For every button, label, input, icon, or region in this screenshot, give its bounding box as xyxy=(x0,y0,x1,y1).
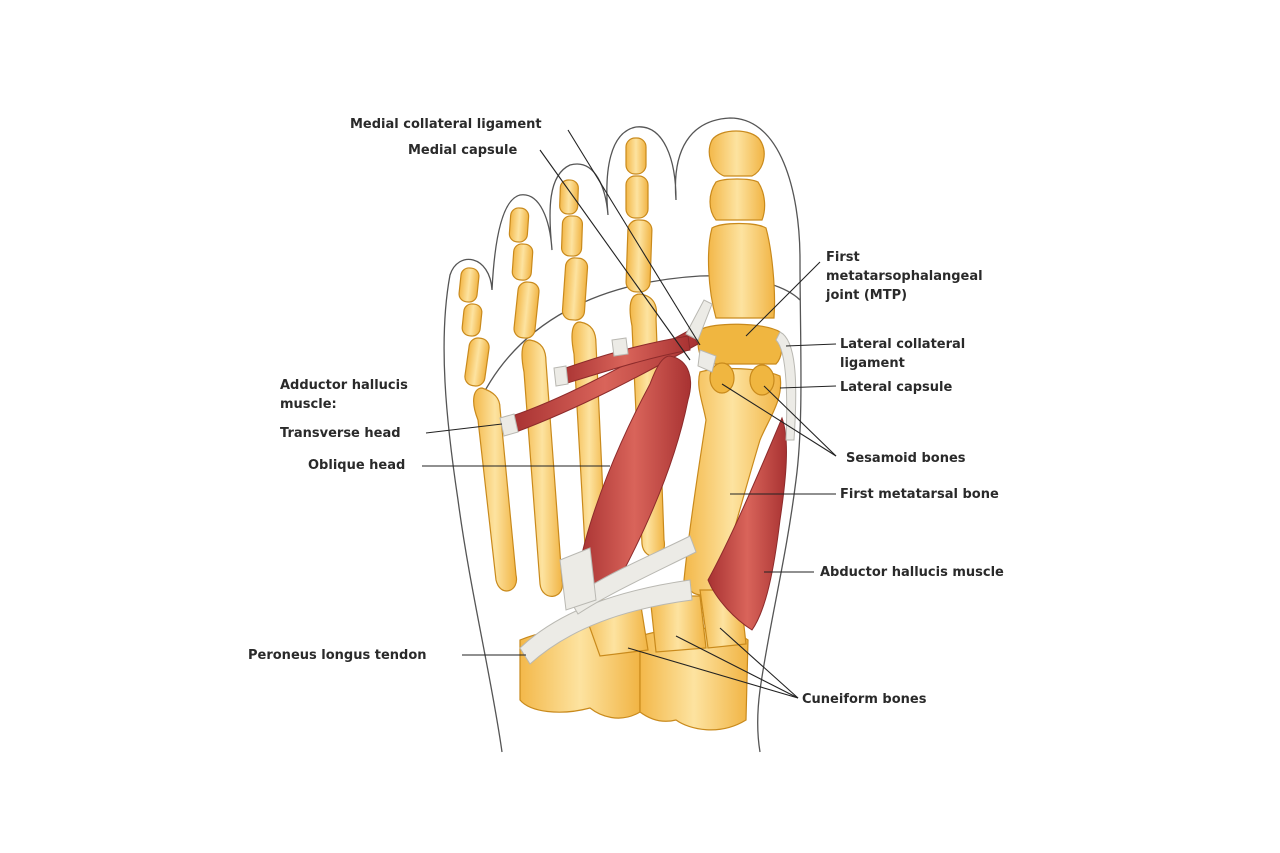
lesser-toe-phalanges xyxy=(458,137,653,387)
label-medial-capsule: Medial capsule xyxy=(408,143,518,158)
label-lateral-collateral-line1: Lateral collateral xyxy=(840,337,966,352)
label-first-mtp-line1: First xyxy=(826,250,860,265)
label-sesamoid-bones: Sesamoid bones xyxy=(846,451,966,466)
label-adductor-line1: Adductor hallucis xyxy=(280,378,408,393)
label-first-mtp-line3: joint (MTP) xyxy=(826,288,908,303)
label-lateral-collateral-ligament: Lateral collateral ligament xyxy=(840,335,965,373)
peroneus-longus-tendon xyxy=(519,535,697,665)
label-cuneiform-bones: Cuneiform bones xyxy=(802,692,927,707)
mtp-ligaments xyxy=(685,299,797,441)
label-lateral-capsule: Lateral capsule xyxy=(840,380,953,395)
label-oblique-head: Oblique head xyxy=(308,458,406,473)
big-toe-bones xyxy=(697,130,783,365)
foot-skin-outline xyxy=(443,117,802,753)
label-abductor-hallucis-muscle: Abductor hallucis muscle xyxy=(820,565,1004,580)
label-transverse-head: Transverse head xyxy=(280,426,401,441)
label-first-metatarsal-bone: First metatarsal bone xyxy=(840,487,999,502)
abductor-hallucis xyxy=(707,416,787,631)
label-first-mtp-line2: metatarsophalangeal xyxy=(826,269,983,284)
adductor-transverse-head xyxy=(499,329,699,437)
label-lateral-collateral-line2: ligament xyxy=(840,356,905,371)
label-adductor-hallucis-muscle: Adductor hallucis muscle: xyxy=(280,376,408,414)
cuneiform-tarsal-bones xyxy=(519,589,749,731)
label-first-mtp-joint: First metatarsophalangeal joint (MTP) xyxy=(826,248,983,305)
label-medial-collateral-ligament: Medial collateral ligament xyxy=(350,117,542,132)
leader-lines xyxy=(422,129,837,699)
sesamoid-bones xyxy=(709,362,775,396)
label-adductor-line2: muscle: xyxy=(280,397,337,412)
label-peroneus-longus-tendon: Peroneus longus tendon xyxy=(248,648,427,663)
